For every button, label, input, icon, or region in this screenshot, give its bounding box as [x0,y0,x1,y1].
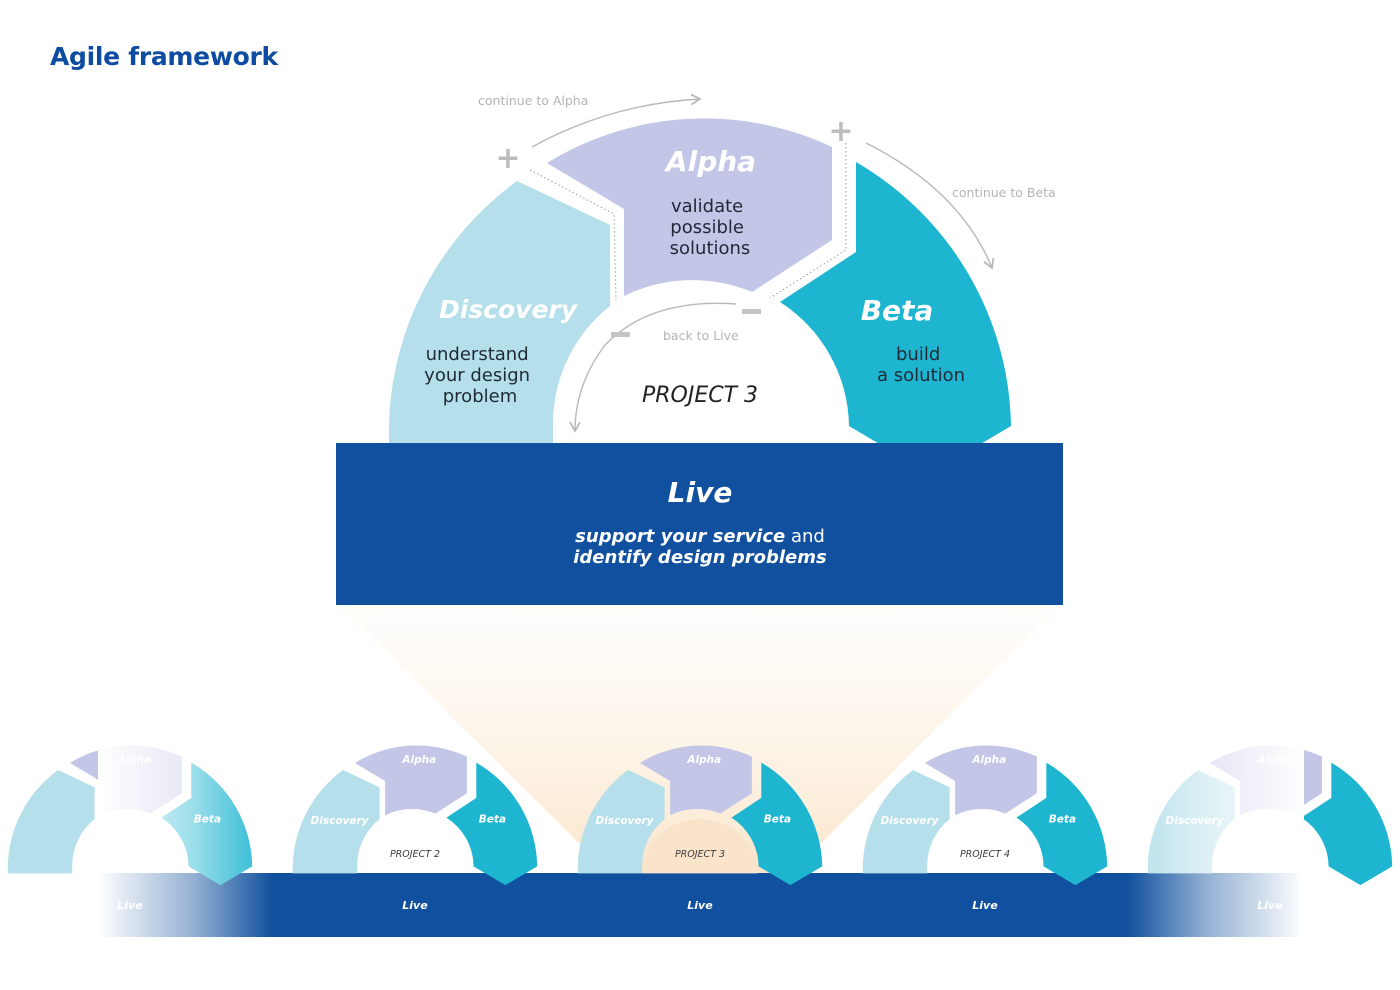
mini-beta-segment [731,762,823,886]
mini-live-label: Live [972,899,998,912]
strip-live-bar [100,873,1300,937]
mini-discovery-segment [292,770,380,874]
live-desc-plain: and [785,526,825,547]
mini-live-label: Live [117,899,143,912]
minus-icon [742,309,761,314]
mini-project-highlight [642,819,758,874]
mini-discovery-segment [862,770,950,874]
mini-alpha-label: Alpha [401,754,436,766]
live-label: Live [668,476,733,509]
alpha-desc-3: solutions [670,238,751,259]
mini-alpha-segment [639,745,752,816]
alpha-desc-1: validate [671,196,743,217]
svg-text:validate possible: validate possible solutions [670,196,751,259]
mini-beta-label: Beta [1049,814,1076,826]
strip-fade-right [1127,740,1304,940]
beta-segment[interactable] [780,162,1011,474]
live-desc-emphasis-2: identify design problems [573,547,827,568]
beta-desc-2: a solution [877,365,965,386]
mini-discovery-label: Discovery [311,815,370,827]
mini-live-label: Live [1257,899,1283,912]
mini-project-label: PROJECT 2 [390,849,440,860]
mini-project [862,745,1108,886]
discovery-desc-3: problem [443,386,517,407]
mini-live-label: Live [687,899,713,912]
mini-project-label: PROJECT 3 [675,849,725,860]
mini-beta-segment [1301,762,1393,886]
continue-beta-arrow [865,142,995,270]
main-cycle: Alpha validate possible solutions Discov… [336,93,1063,605]
mini-discovery-segment [7,770,95,874]
mini-alpha-label: Alpha [971,754,1006,766]
svg-text:build a solution: build a solution [877,344,965,386]
mini-live-label: Live [402,899,428,912]
mini-alpha-segment [354,745,467,816]
mini-project-label: PROJECT 4 [960,849,1010,860]
back-to-live-text: back to Live [663,328,739,343]
continue-alpha-arrow [531,93,702,148]
continue-alpha-text: continue to Alpha [478,93,588,108]
project-label: PROJECT 3 [642,383,758,408]
project-strip [100,873,1300,937]
discovery-segment[interactable] [389,181,610,444]
page-title: Agile framework [50,42,278,71]
mini-discovery-label: Discovery [596,815,655,827]
minus-icon [611,332,630,337]
plus-icon: + [828,114,853,149]
strip-fade-left [98,740,273,940]
back-to-live-arrow [569,302,737,433]
discovery-label: Discovery [439,295,579,324]
beta-label: Beta [861,294,934,327]
svg-text:support your service and: support your service and [575,526,825,547]
alpha-segment[interactable] [547,118,832,296]
mini-discovery-segment [577,770,665,874]
svg-text:understand your design: understand your design problem [424,344,536,407]
discovery-desc-2: your design [424,365,530,386]
beta-desc-1: build [896,344,940,365]
mini-beta-segment [446,762,538,886]
mini-beta-label: Beta [764,814,791,826]
mini-project [577,745,823,886]
live-bar[interactable] [336,443,1063,605]
zoom-beam [340,606,1060,874]
mini-discovery-label: Discovery [881,815,940,827]
plus-icon: + [495,141,520,176]
continue-beta-text: continue to Beta [952,185,1056,200]
mini-alpha-label: Alpha [686,754,721,766]
discovery-desc-1: understand [426,344,529,365]
mini-beta-label: Beta [479,814,506,826]
mini-alpha-segment [924,745,1037,816]
mini-project [292,745,538,886]
mini-beta-segment [1016,762,1108,886]
live-desc-emphasis-1: support your service [575,526,785,547]
alpha-desc-2: possible [670,217,744,238]
alpha-label: Alpha [664,145,756,178]
